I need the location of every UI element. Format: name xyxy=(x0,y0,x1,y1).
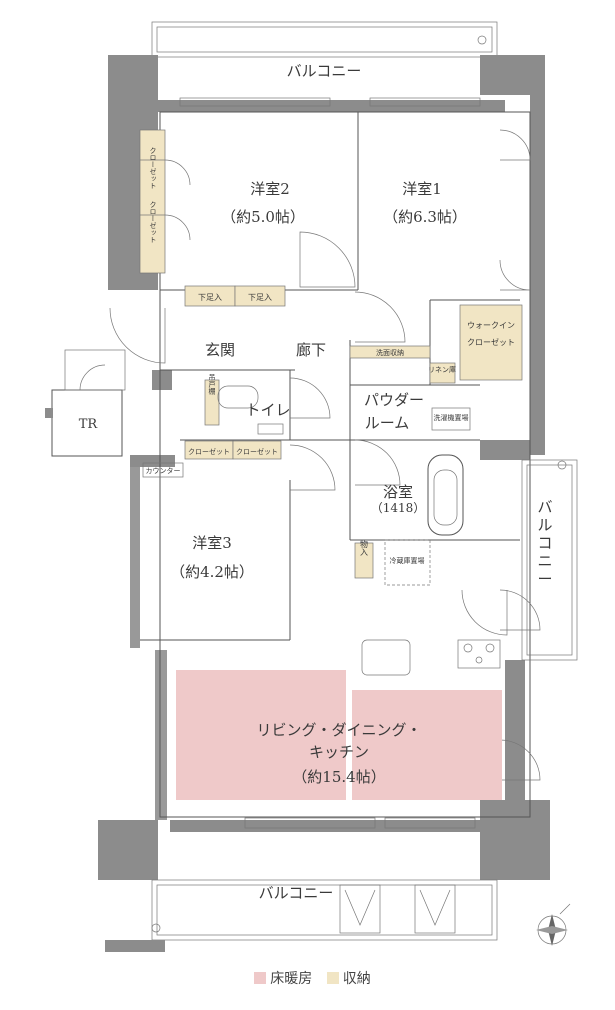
balcony-right-label: バ ル コ ニ ー xyxy=(537,498,552,588)
floor-heating-area-1 xyxy=(176,670,346,800)
balcony-top-label: バルコニー xyxy=(287,62,362,80)
toilet-shelf-label: 吊戸棚 xyxy=(208,374,216,396)
mono-label: 物入 xyxy=(360,539,369,556)
bath-label: 浴室 xyxy=(383,483,413,501)
room3-name: 洋室3 xyxy=(192,534,232,552)
tr-label: TR xyxy=(79,417,99,432)
closet-mono xyxy=(354,542,374,579)
svg-text:コ: コ xyxy=(537,534,552,552)
balcony-bottom-label: バルコニー xyxy=(259,884,334,902)
wall-right-top xyxy=(480,55,545,95)
linen-label: リネン庫 xyxy=(428,365,456,374)
closet-room3-b xyxy=(232,440,282,460)
svg-text:ー: ー xyxy=(537,570,552,588)
svg-text:ニ: ニ xyxy=(537,552,552,570)
fridge-space xyxy=(384,539,431,586)
room2-name: 洋室2 xyxy=(250,180,290,198)
svg-text:クローゼット: クローゼット xyxy=(149,147,157,189)
powder-room-label-2: ルーム xyxy=(365,414,410,432)
shoe-cabinet-1-label: 下足入 xyxy=(198,293,222,302)
balcony-right xyxy=(521,459,578,661)
walkin-label-2: クローゼット xyxy=(467,337,515,347)
balcony-top-rail xyxy=(151,21,498,58)
counter xyxy=(142,462,184,478)
closet-room3-a-label: クローゼット xyxy=(188,447,230,456)
room2-size: （約5.0帖） xyxy=(221,208,305,226)
walkin-label-1: ウォークイン xyxy=(467,321,515,330)
counter-label: カウンター xyxy=(146,466,181,475)
legend-storage-swatch xyxy=(326,972,339,984)
vanity-storage-label: 洗面収納 xyxy=(376,348,404,357)
balcony-bottom xyxy=(151,879,498,941)
toilet-label: トイレ xyxy=(245,401,290,419)
shoe-cabinet-2 xyxy=(234,285,286,307)
wall-left-bottom xyxy=(98,820,158,880)
room1-name: 洋室1 xyxy=(402,180,442,198)
legend-floor-heating-label: 床暖房 xyxy=(270,971,313,987)
interior-outline xyxy=(159,111,531,818)
shoe-cabinet-2-label: 下足入 xyxy=(248,293,272,302)
ldk-label-2: キッチン xyxy=(309,743,369,761)
toilet-fixture xyxy=(217,385,259,409)
closet-room2 xyxy=(139,129,166,274)
room3-size: （約4.2帖） xyxy=(170,563,254,581)
ldk-size: （約15.4帖） xyxy=(292,768,385,786)
stove xyxy=(457,639,501,669)
room1-size: （約6.3帖） xyxy=(383,208,467,226)
svg-text:バ: バ xyxy=(537,498,552,516)
washer-label: 洗濯機置場 xyxy=(434,413,469,422)
wall-right-bottom xyxy=(480,800,550,880)
legend: 床暖房 収納 xyxy=(0,968,615,988)
kitchen-sink xyxy=(361,639,411,676)
bathtub xyxy=(427,454,464,536)
powder-room-label-1: パウダー xyxy=(364,391,424,409)
vanity-storage xyxy=(349,345,431,359)
ldk-label-1: リビング・ダイニング・ xyxy=(256,721,421,739)
floor-heating-area-2 xyxy=(352,690,502,800)
washer-area xyxy=(431,407,471,431)
walkin-closet xyxy=(459,304,523,381)
svg-text:ル: ル xyxy=(537,516,552,534)
linen-storage xyxy=(429,362,456,384)
legend-storage-label: 収納 xyxy=(342,971,371,987)
closet-room3-b-label: クローゼット xyxy=(236,447,278,456)
svg-text:クローゼット: クローゼット xyxy=(149,201,157,243)
entrance-label: 玄関 xyxy=(205,341,235,359)
bath-size: （1418） xyxy=(371,501,426,515)
compass-icon xyxy=(536,903,571,946)
fridge-label: 冷蔵庫置場 xyxy=(390,556,425,565)
legend-floor-heating-swatch xyxy=(254,972,267,984)
corridor-label: 廊下 xyxy=(296,341,326,359)
closet-room2-labels: クローゼット クローゼット xyxy=(149,147,157,243)
